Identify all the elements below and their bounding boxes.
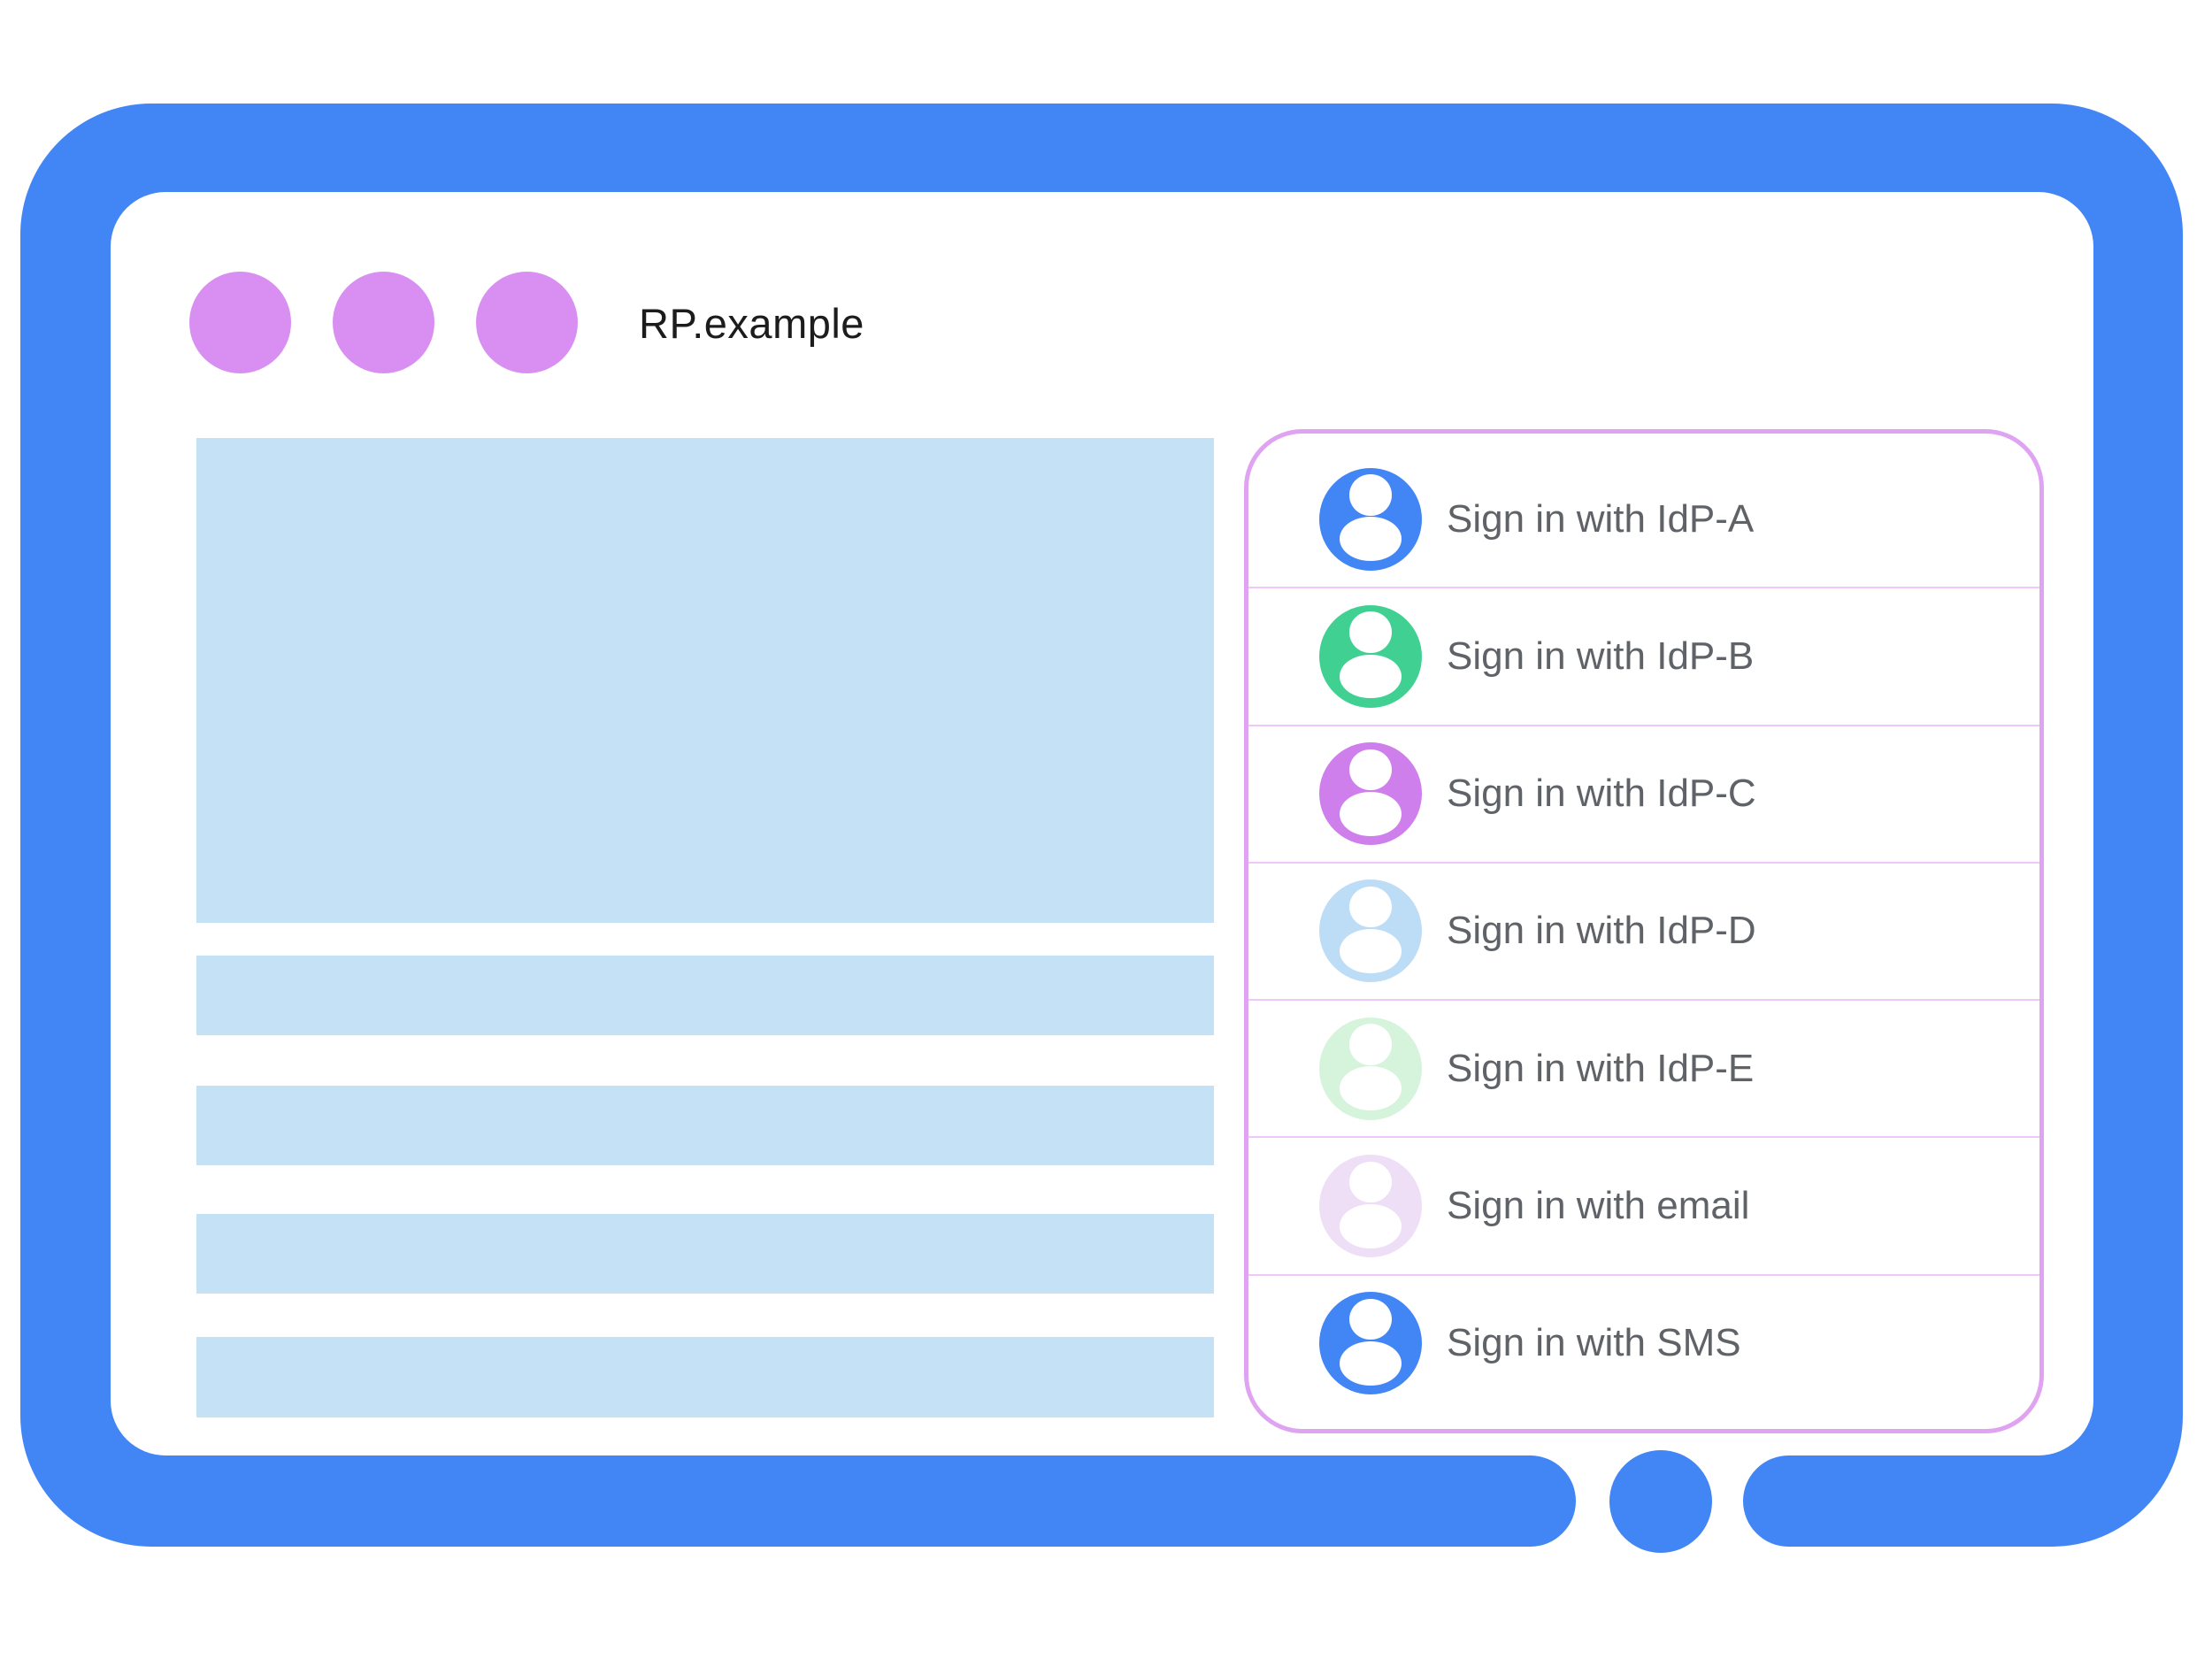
page-title: RP.example bbox=[639, 300, 864, 347]
content-placeholder-bar bbox=[196, 1086, 1214, 1165]
signin-option-idp-e[interactable]: Sign in with IdP-E bbox=[1248, 1001, 2039, 1136]
user-avatar-icon bbox=[1319, 1292, 1422, 1395]
signin-option-label: Sign in with IdP-D bbox=[1447, 909, 1756, 953]
user-avatar-icon bbox=[1319, 1155, 1422, 1258]
window-control-dot-icon bbox=[189, 272, 291, 373]
row-divider bbox=[1248, 587, 2039, 589]
signin-chooser-panel: Sign in with IdP-A Sign in with IdP-B Si… bbox=[1244, 429, 2044, 1433]
content-placeholder-bar bbox=[196, 1214, 1214, 1294]
signin-option-idp-c[interactable]: Sign in with IdP-C bbox=[1248, 726, 2039, 862]
window-control-dot-icon bbox=[333, 272, 434, 373]
signin-option-idp-d[interactable]: Sign in with IdP-D bbox=[1248, 864, 2039, 999]
signin-option-label: Sign in with IdP-A bbox=[1447, 496, 1755, 541]
home-button-icon bbox=[1609, 1450, 1712, 1553]
signin-option-email[interactable]: Sign in with email bbox=[1248, 1138, 2039, 1273]
row-divider bbox=[1248, 999, 2039, 1002]
signin-option-label: Sign in with SMS bbox=[1447, 1321, 1741, 1365]
user-avatar-icon bbox=[1319, 467, 1422, 571]
bezel-cap-left bbox=[1485, 1455, 1576, 1547]
row-divider bbox=[1248, 1136, 2039, 1139]
user-avatar-icon bbox=[1319, 604, 1422, 708]
content-placeholder-hero bbox=[196, 438, 1214, 923]
signin-option-idp-b[interactable]: Sign in with IdP-B bbox=[1248, 588, 2039, 724]
user-avatar-icon bbox=[1319, 742, 1422, 846]
signin-option-label: Sign in with IdP-C bbox=[1447, 772, 1756, 816]
signin-option-label: Sign in with IdP-B bbox=[1447, 634, 1755, 678]
row-divider bbox=[1248, 1273, 2039, 1276]
user-avatar-icon bbox=[1319, 879, 1422, 983]
content-placeholder-bar bbox=[196, 1337, 1214, 1417]
signin-option-label: Sign in with IdP-E bbox=[1447, 1046, 1755, 1090]
row-divider bbox=[1248, 724, 2039, 726]
signin-option-idp-a[interactable]: Sign in with IdP-A bbox=[1248, 451, 2039, 587]
signin-option-label: Sign in with email bbox=[1447, 1184, 1750, 1228]
window-control-dot-icon bbox=[476, 272, 578, 373]
row-divider bbox=[1248, 861, 2039, 864]
content-placeholder-bar bbox=[196, 956, 1214, 1035]
bezel-cap-right bbox=[1743, 1455, 1834, 1547]
signin-option-sms[interactable]: Sign in with SMS bbox=[1248, 1276, 2039, 1411]
user-avatar-icon bbox=[1319, 1017, 1422, 1120]
